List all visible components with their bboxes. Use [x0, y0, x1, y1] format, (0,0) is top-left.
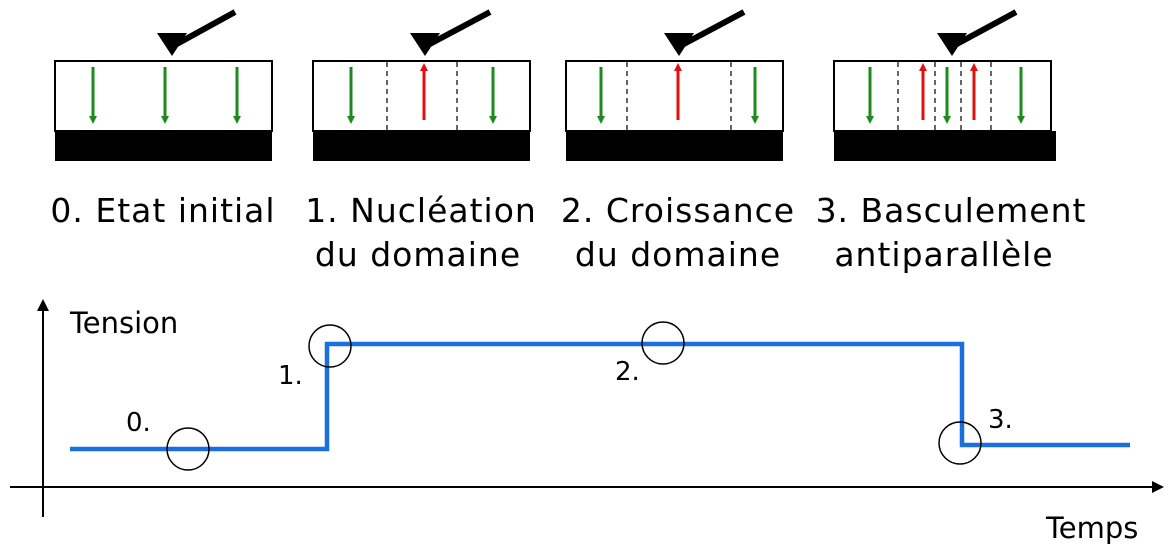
- marker-label-3: 3.: [988, 405, 1013, 435]
- ferroelectric-layer: [565, 60, 784, 132]
- bottom-electrode: [834, 131, 1056, 161]
- marker-label-0: 0.: [126, 408, 151, 438]
- x-axis-label: Temps: [1045, 511, 1138, 545]
- marker-circle-3: [938, 421, 982, 465]
- tip-icon: [937, 9, 1018, 56]
- panel-caption-line1: 3. Basculement: [816, 191, 1087, 230]
- bottom-electrode: [313, 131, 530, 161]
- panel-caption-line1: 0. Etat initial: [50, 191, 275, 230]
- marker-label-1: 1.: [278, 361, 303, 391]
- panel-1-nucleation: 1. Nucléation du domaine: [305, 9, 537, 274]
- panel-2-growth: 2. Croissance du domaine: [561, 9, 795, 274]
- panel-0-initial-state: 0. Etat initial: [50, 9, 275, 230]
- bottom-electrode: [566, 131, 783, 161]
- panel-caption-line2: antiparallèle: [834, 235, 1053, 274]
- voltage-signal: [70, 341, 1130, 452]
- panel-caption-line2: du domaine: [575, 235, 781, 274]
- tip-icon: [410, 9, 492, 56]
- marker-circle-1: [308, 324, 352, 368]
- tip-icon: [157, 9, 237, 56]
- panel-caption-line2: du domaine: [315, 235, 521, 274]
- tip-icon: [664, 9, 746, 56]
- panel-caption-line1: 1. Nucléation: [305, 191, 537, 230]
- y-axis-label: Tension: [69, 306, 178, 340]
- ferroelectric-layer: [312, 60, 531, 132]
- marker-circle-0: [166, 427, 210, 471]
- panel-caption-line1: 2. Croissance: [561, 191, 795, 230]
- marker-label-2: 2.: [615, 357, 640, 387]
- bottom-electrode: [55, 131, 272, 161]
- ferroelectric-layer: [833, 60, 1052, 132]
- panel-3-antiparallel-switching: 3. Basculement antiparallèle: [816, 9, 1087, 274]
- marker-circle-2: [641, 321, 685, 365]
- voltage-time-graph: Tension Temps 0. 1. 2. 3.: [10, 299, 1164, 545]
